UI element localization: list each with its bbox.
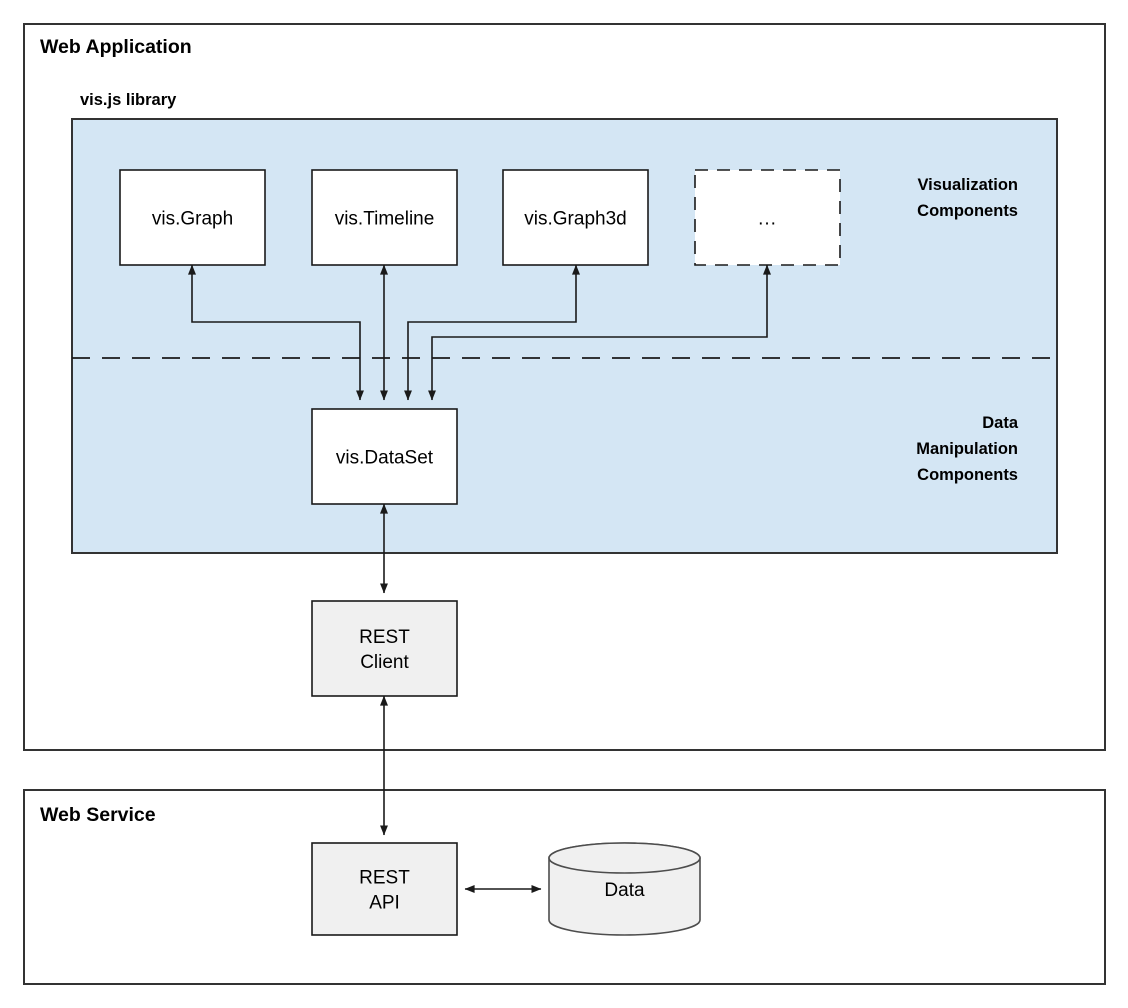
node-label-line: Client <box>360 652 409 673</box>
node-vis-graph[interactable]: vis.Graph <box>119 169 266 266</box>
frame-title-web-service: Web Service <box>40 804 156 826</box>
node-label-vis-timeline: vis.Timeline <box>335 209 435 230</box>
conn-vis-graph-dataset <box>188 264 364 401</box>
node-label-rest-client: REST Client <box>359 627 410 673</box>
conn-more-dataset <box>428 264 771 401</box>
node-label-line: vis.Graph3d <box>524 209 626 230</box>
node-label-rest-api: REST API <box>359 868 410 914</box>
cylinder-top <box>548 842 701 874</box>
frame-title-web-application: Web Application <box>40 36 192 58</box>
node-vis-graph3d[interactable]: vis.Graph3d <box>502 169 649 266</box>
node-box-vis-timeline[interactable] <box>311 169 458 266</box>
frame-web-service: Web Service <box>23 789 1106 985</box>
node-label-line: vis.DataSet <box>336 448 434 469</box>
nodes-layer: vis.Graph vis.Timeline vis.Graph3d... vis.D… <box>119 169 841 936</box>
node-label-line: vis.Timeline <box>335 209 435 230</box>
node-box-rest-client[interactable] <box>311 600 458 697</box>
node-data-store[interactable]: Data <box>548 842 701 936</box>
frame-border-web-service <box>23 789 1106 985</box>
node-box-vis-dataset[interactable] <box>311 408 458 505</box>
node-label-data-store: Data <box>604 880 645 901</box>
node-vis-dataset[interactable]: vis.DataSet <box>311 408 458 505</box>
zone-label-line: Data <box>982 414 1019 432</box>
connectors-layer <box>188 264 771 893</box>
node-label-line: API <box>369 893 400 914</box>
node-more-components[interactable]: ... <box>694 169 841 266</box>
node-label-line: REST <box>359 627 410 648</box>
node-label-vis-dataset: vis.DataSet <box>336 448 434 469</box>
node-label-line: ... <box>758 209 777 230</box>
node-label-line: vis.Graph <box>152 209 233 230</box>
node-rest-api[interactable]: REST API <box>311 842 458 936</box>
node-box-vis-graph3d[interactable] <box>502 169 649 266</box>
zone-label-line: Components <box>917 202 1018 220</box>
node-label-vis-graph3d: vis.Graph3d <box>524 209 626 230</box>
zone-label-line: Visualization <box>917 176 1018 194</box>
section-title-vis-js-library: vis.js library <box>80 91 177 109</box>
zone-label-line: Manipulation <box>916 440 1018 458</box>
node-box-vis-graph[interactable] <box>119 169 266 266</box>
node-vis-timeline[interactable]: vis.Timeline <box>311 169 458 266</box>
node-label-more-components: ... <box>758 209 777 230</box>
node-box-more-components[interactable] <box>694 169 841 266</box>
node-label-vis-graph: vis.Graph <box>152 209 233 230</box>
node-rest-client[interactable]: REST Client <box>311 600 458 697</box>
node-box-rest-api[interactable] <box>311 842 458 936</box>
zone-label-line: Components <box>917 466 1018 484</box>
node-label-line: REST <box>359 868 410 889</box>
